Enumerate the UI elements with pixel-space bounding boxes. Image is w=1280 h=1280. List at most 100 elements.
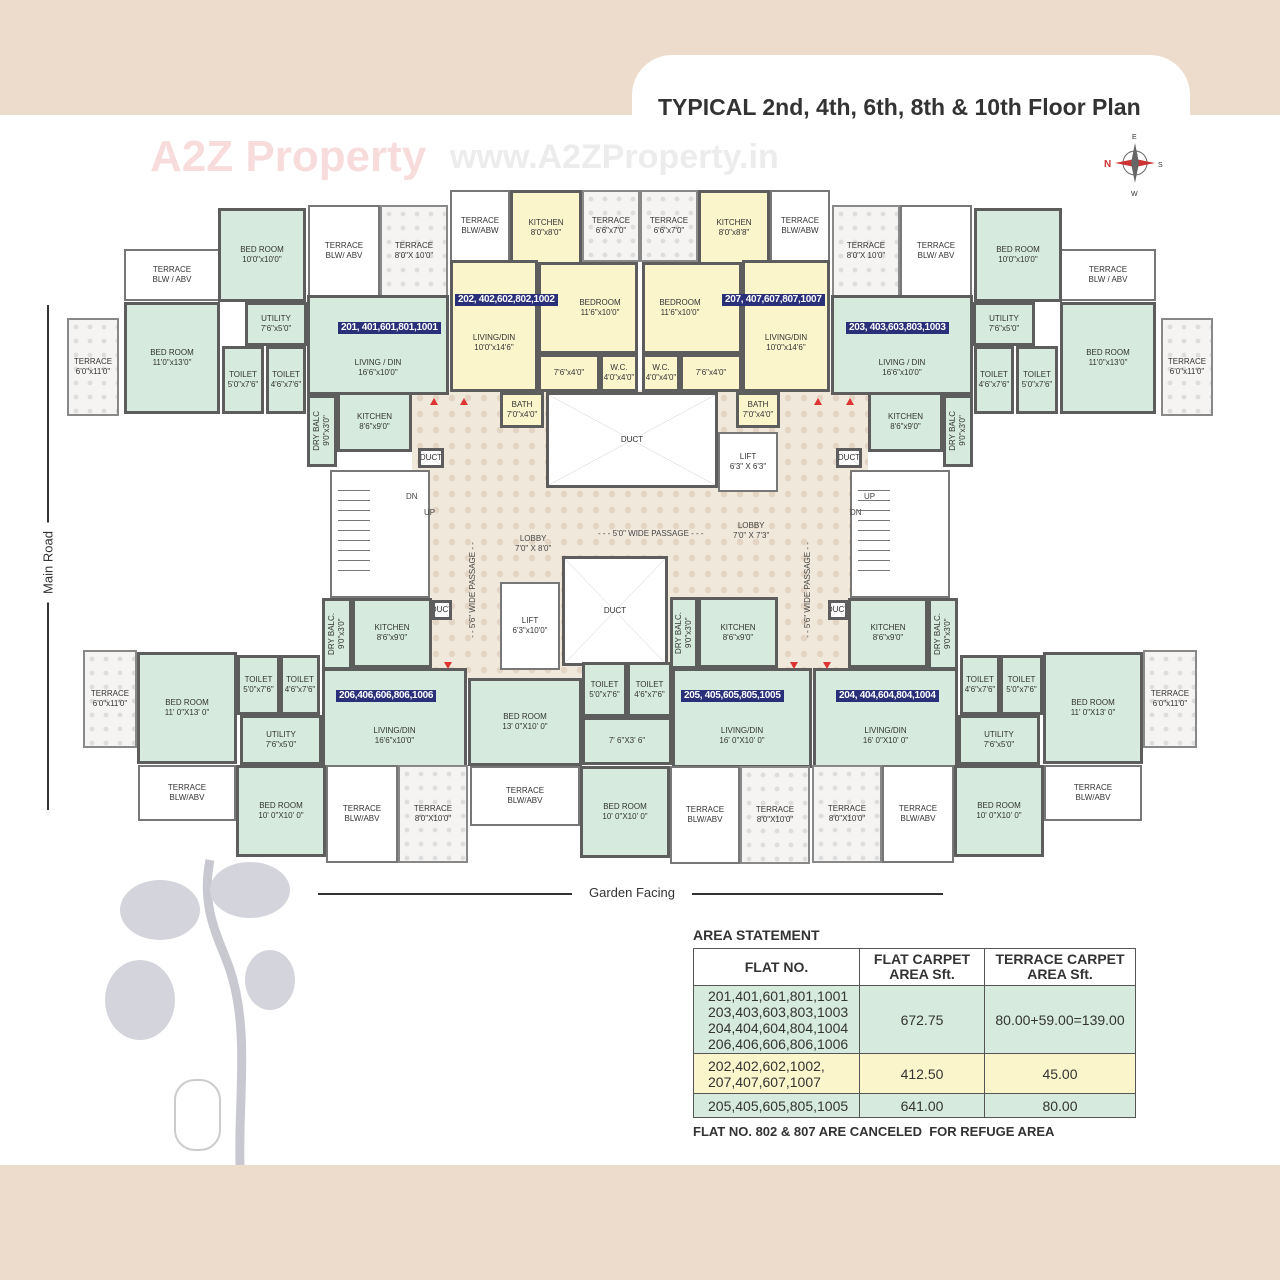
room-size: 8'0"X 10'0" (394, 251, 434, 260)
room-name: BED ROOM (1071, 698, 1115, 707)
room-name: TERRACE (649, 216, 689, 225)
room-size: 8'6"x9'0" (359, 422, 390, 431)
room-size: 4'6"x7'6" (284, 685, 316, 694)
room-name: UTILITY (266, 730, 296, 739)
stair-tread (858, 500, 890, 501)
room-size: BLW/ABV (344, 814, 380, 823)
room-name: KITCHEN (720, 622, 756, 632)
room-f203: DUCT (836, 448, 862, 468)
room-name: TERRACE (90, 689, 130, 698)
room-name: TERRACE (1150, 689, 1190, 698)
staircase-right (850, 470, 950, 598)
room-size: 8'0"X10'0" (756, 815, 794, 824)
room-size: 10'0"x14'6" (474, 343, 514, 352)
room-size: 9'0"x3'0" (943, 618, 952, 650)
room-size: 16' 0"X10' 0" (862, 736, 909, 745)
room-name: TERRACE (460, 216, 500, 225)
room-size: BLW/ABV (900, 814, 936, 823)
room-name: DUCT (419, 453, 443, 462)
room-size: 8'0"X 10'0" (846, 251, 886, 260)
room-name: DRY BALC. (674, 612, 683, 654)
lobby-left-label: LOBBY 7'0" X 8'0" (515, 534, 552, 553)
room-name: BED ROOM (165, 698, 209, 707)
duct-bottom: DUCT (562, 556, 668, 666)
cell-flats: 205,405,605,805,1005 (693, 1093, 860, 1118)
room-f206: DUCT (432, 600, 452, 620)
duct-cross-icon (565, 559, 665, 663)
stair-tread (858, 540, 890, 541)
room-name: KITCHEN (356, 412, 393, 421)
title-tab (632, 55, 1190, 125)
room-name: DRY BALC. (327, 613, 336, 655)
room-size: 16'6"x10'0" (358, 368, 398, 377)
stair-tread (338, 540, 370, 541)
stair-tread (858, 550, 890, 551)
room-size: 4'6"x7'6" (634, 689, 665, 699)
room-name: KITCHEN (887, 412, 924, 421)
flat-number-badge: 207, 407,607,807,1007 (722, 294, 825, 306)
stair-tread (338, 560, 370, 561)
room-size: BLW/ABV (1075, 793, 1111, 802)
stair-tread (858, 520, 890, 521)
room-name: TOILET (286, 675, 314, 684)
cell-carpet: 641.00 (859, 1093, 985, 1118)
stair-tread (858, 530, 890, 531)
room-size: 7'6"x5'0" (260, 324, 292, 333)
room-size: 8'6"x9'0" (890, 422, 921, 431)
room-size: 9'0"x3'0" (684, 617, 693, 649)
room-size: 5'0"x7'6" (1006, 685, 1037, 694)
room-name: BED ROOM (1086, 348, 1130, 357)
room-name: TERRACE (755, 805, 795, 814)
room-size: 9'0"x3'0" (337, 618, 346, 650)
passage-vertical-left-label: - - 5'6" WIDE PASSAGE - - (467, 542, 477, 638)
room-size: 8'6"x9'0" (376, 633, 408, 642)
room-name: TOILET (980, 370, 1008, 379)
room-size: 11'0"x13'0" (1088, 358, 1128, 367)
room-size: BLW/ABV (687, 815, 723, 824)
duct-cross-icon (421, 451, 441, 465)
passage-horizontal-label: - - - 5'0" WIDE PASSAGE - - - (598, 529, 704, 538)
room-name: UTILITY (989, 314, 1019, 323)
room-size: 8'0"X10'0" (828, 814, 866, 823)
stair-tread (338, 530, 370, 531)
room-size: BLW / ABV (152, 275, 192, 284)
room-size: 4'6"x7'6" (270, 380, 302, 389)
room-name: DRY BALC (948, 411, 957, 451)
room-size: 4'6"x7'6" (964, 685, 996, 694)
duct-top: DUCT (546, 392, 718, 488)
room-label-wrap: 7'6"x4'0" (554, 368, 585, 378)
room-name: LIVING/DIN (864, 726, 907, 735)
room-size: 10'0"x14'6" (766, 343, 806, 352)
room-name: KITCHEN (870, 623, 906, 632)
cell-carpet: 412.50 (859, 1053, 985, 1094)
